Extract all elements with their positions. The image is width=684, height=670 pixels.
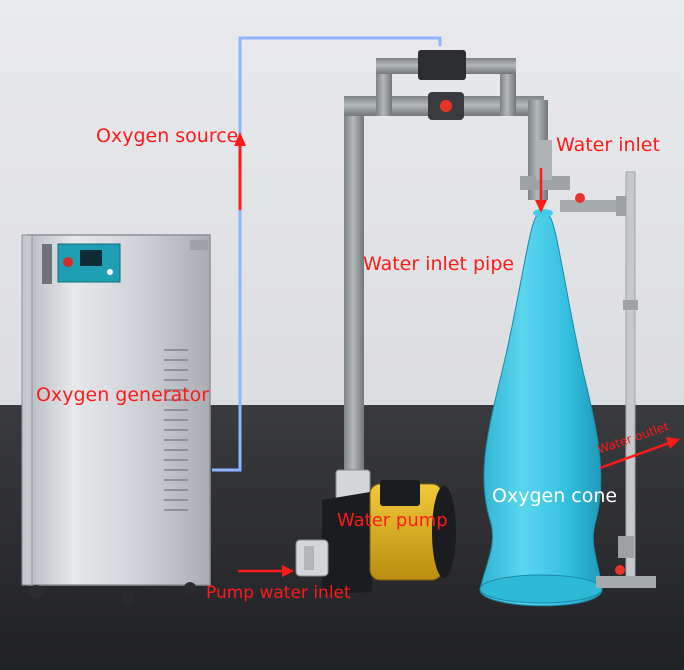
label-water-inlet: Water inlet [556,134,660,156]
water-pump [295,469,456,594]
valve-handle [440,100,452,112]
oxygen-cone [479,214,603,607]
label-water-inlet-pipe: Water inlet pipe [363,253,515,275]
label-oxygen-cone: Oxygen cone [492,485,618,507]
water-outlet-arrow-line [599,440,673,470]
oxygen-flow-arrow-head [234,132,246,146]
label-pump-water-inlet: Pump water inlet [206,583,351,603]
oxygen-supply-line [212,36,442,472]
venturi-injector [418,50,466,80]
outlet-bottom-pipe [596,576,656,588]
outlet-riser-pipe [625,171,636,583]
pump-inlet-arrow-head [282,565,294,577]
label-oxygen-source: Oxygen source [96,125,239,147]
label-oxygen-generator: Oxygen generator [36,384,210,406]
water-outlet-arrow-head [666,437,680,449]
side-branch-pipe [560,200,632,212]
oxygen-generator-cabinet [21,234,211,605]
water-inlet-pipe [344,100,364,490]
water-inlet-arrow-head [535,200,547,213]
cone-flange [520,176,570,190]
label-water-pump: Water pump [337,510,448,531]
